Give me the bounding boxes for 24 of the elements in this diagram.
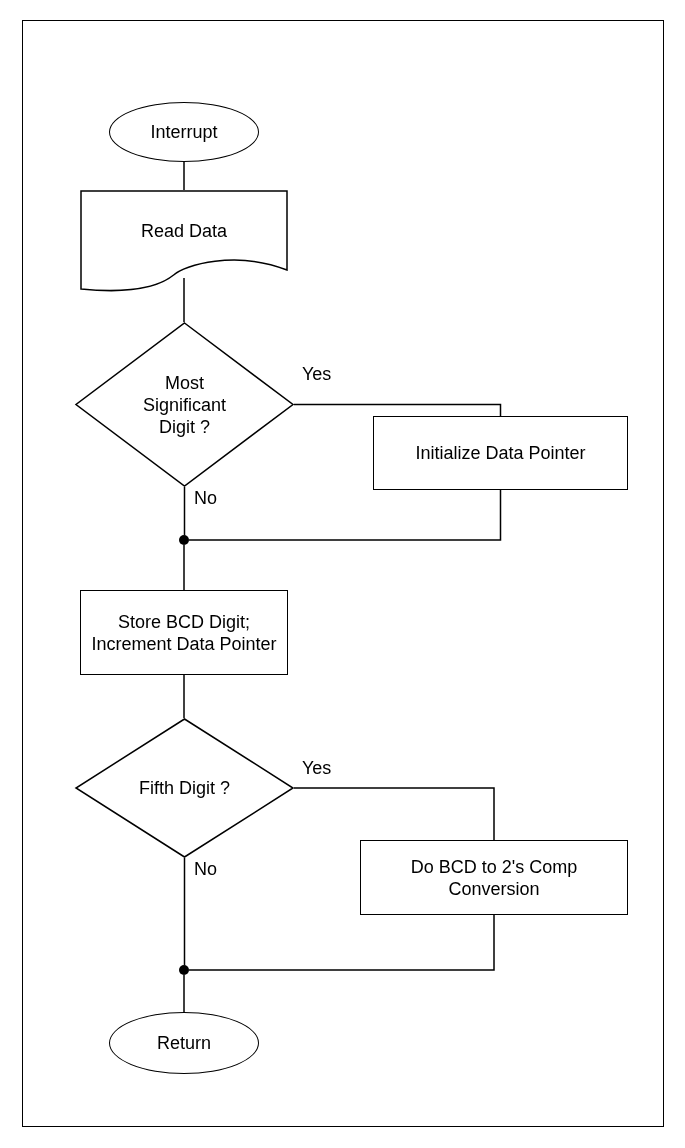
- process-box: [373, 416, 628, 490]
- connector-line: [183, 544, 185, 591]
- connector-line: [188, 489, 502, 541]
- node-label: Most Significant Digit ?: [141, 371, 228, 438]
- node-label: Initialize Data Pointer: [414, 442, 587, 464]
- connector-line: [188, 914, 495, 971]
- connector-line: [183, 857, 186, 966]
- connector-line: [293, 787, 495, 841]
- connector-line: [183, 486, 186, 536]
- connector-line: [183, 674, 185, 719]
- node-label: Store BCD Digit; Increment Data Pointer: [90, 610, 278, 655]
- node-label: Fifth Digit ?: [138, 777, 231, 799]
- connector-line: [183, 277, 185, 323]
- junction-dot: [179, 535, 189, 545]
- node-label: Do BCD to 2's Comp Conversion: [409, 855, 579, 900]
- connector-line: [293, 403, 502, 417]
- node-label: Interrupt: [149, 121, 219, 143]
- connector-line: [183, 161, 185, 191]
- process-box: [360, 840, 628, 915]
- node-label: Read Data: [139, 220, 229, 243]
- node-label: Return: [156, 1032, 212, 1054]
- process-box: [80, 590, 288, 675]
- connector-line: [183, 974, 185, 1013]
- junction-dot: [179, 965, 189, 975]
